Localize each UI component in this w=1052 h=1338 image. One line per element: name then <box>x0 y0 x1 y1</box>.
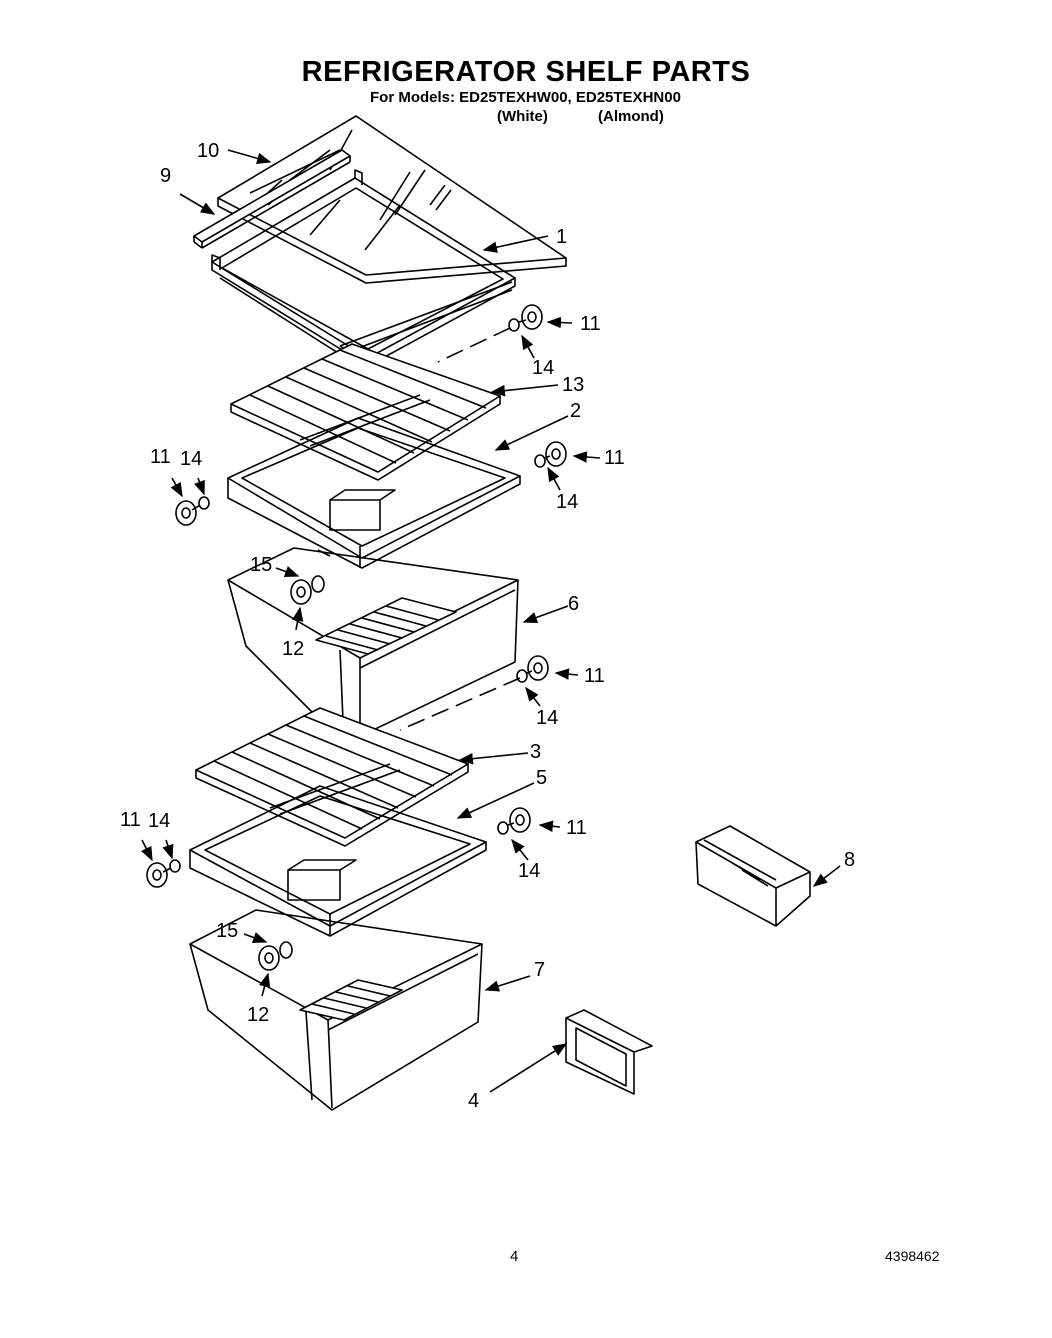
callout-6: 6 <box>568 593 579 615</box>
callout-14: 14 <box>556 491 578 513</box>
document-number: 4398462 <box>885 1248 940 1264</box>
callout-14: 14 <box>532 357 554 379</box>
callout-5: 5 <box>536 767 547 789</box>
wheel-11-bottom-left <box>146 859 181 888</box>
callout-15: 15 <box>216 920 238 942</box>
wheel-11-upper-right <box>508 304 543 332</box>
roller-12-lower <box>258 941 293 971</box>
callout-11: 11 <box>584 665 605 687</box>
crisper-cover-insert <box>230 343 501 481</box>
callout-1: 1 <box>556 226 567 248</box>
lower-crisper-cover-frame <box>189 785 487 937</box>
callout-9: 9 <box>160 165 171 187</box>
crisper-drawer-upper <box>227 547 519 745</box>
callout-14: 14 <box>536 707 558 729</box>
callout-7: 7 <box>534 959 545 981</box>
callout-11: 11 <box>604 447 625 469</box>
callout-14: 14 <box>518 860 540 882</box>
wheel-11-mid-left <box>175 496 210 526</box>
callout-3: 3 <box>530 741 541 763</box>
callout-14: 14 <box>148 810 170 832</box>
utility-bin <box>695 825 811 927</box>
page-number: 4 <box>510 1248 519 1265</box>
callout-14: 14 <box>180 448 202 470</box>
models-line: For Models: ED25TEXHW00, ED25TEXHN00 <box>370 89 681 106</box>
crisper-drawer-lower <box>189 909 483 1111</box>
variant-white: (White) <box>497 108 548 125</box>
leader-arrows <box>141 149 841 1093</box>
callout-12: 12 <box>247 1004 269 1026</box>
wheel-11-bottom-right <box>497 807 531 835</box>
callout-8: 8 <box>844 849 855 871</box>
callout-12: 12 <box>282 638 304 660</box>
callout-11: 11 <box>580 313 601 335</box>
callout-15: 15 <box>250 554 272 576</box>
callout-10: 10 <box>197 140 219 162</box>
variant-almond: (Almond) <box>598 108 664 125</box>
page-title: REFRIGERATOR SHELF PARTS <box>301 56 751 88</box>
lower-crisper-cover-insert <box>195 707 469 847</box>
callout-labels: 10 9 1 11 14 13 2 11 14 11 14 15 6 12 11… <box>120 140 855 1112</box>
crisper-cover-frame <box>227 417 521 569</box>
wheel-11-lower-right <box>516 655 549 683</box>
roller-12-upper <box>290 575 325 605</box>
callout-13: 13 <box>562 374 584 396</box>
callout-11: 11 <box>566 817 587 839</box>
divider-card <box>565 1009 653 1095</box>
callout-11: 11 <box>150 446 171 468</box>
wheel-11-mid-right <box>534 441 567 468</box>
callout-4: 4 <box>468 1090 479 1112</box>
front-trim <box>193 149 351 249</box>
callout-2: 2 <box>570 400 581 422</box>
callout-11: 11 <box>120 809 141 831</box>
